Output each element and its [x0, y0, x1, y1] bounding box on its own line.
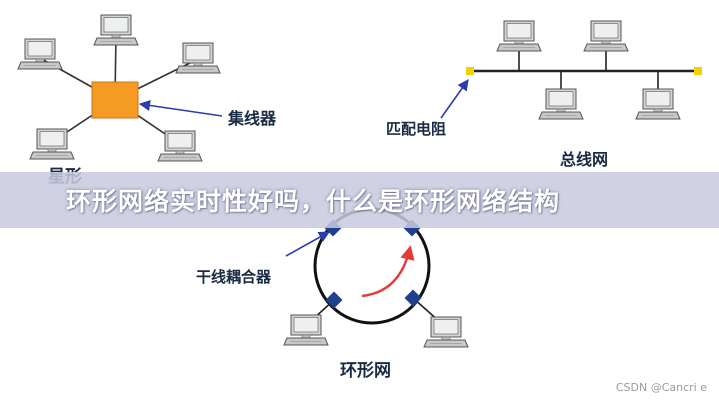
computer-icon [157, 130, 203, 162]
bus-topology: 匹配电阻 总线网 [386, 20, 702, 169]
terminator-label: 匹配电阻 [386, 120, 446, 138]
computer-icon [29, 128, 75, 160]
computer-icon [538, 88, 584, 120]
computer-icon [93, 14, 139, 46]
terminator-right [694, 67, 702, 75]
title-banner: 环形网络实时性好吗，什么是环形网络结构 [0, 172, 719, 228]
computer-icon [583, 20, 629, 52]
hub-label: 集线器 [227, 109, 277, 128]
ring-direction-arrow [361, 245, 415, 298]
watermark: CSDN @Cancri e [615, 381, 707, 394]
coupler-nodes [324, 219, 422, 309]
computer-icon [17, 38, 63, 70]
computer-icon [635, 88, 681, 120]
banner-title: 环形网络实时性好吗，什么是环形网络结构 [66, 187, 561, 216]
hub-pointer-arrow [138, 99, 223, 117]
star-topology: 集线器 星形 [17, 14, 277, 187]
terminator-left [466, 67, 474, 75]
computer-icon [283, 314, 329, 346]
hub-box [91, 81, 139, 119]
terminator-pointer-arrow [440, 79, 469, 119]
bus-title: 总线网 [560, 150, 608, 169]
ring-topology: 干线耦合器 环形网 [196, 207, 469, 381]
ring-title: 环形网 [340, 360, 391, 381]
computer-icon [423, 316, 469, 348]
coupler-label: 干线耦合器 [196, 268, 272, 286]
bus-drops [518, 50, 659, 90]
coupler-pointer-arrow [285, 231, 330, 257]
computer-icon [496, 20, 542, 52]
computer-icon [175, 42, 221, 74]
